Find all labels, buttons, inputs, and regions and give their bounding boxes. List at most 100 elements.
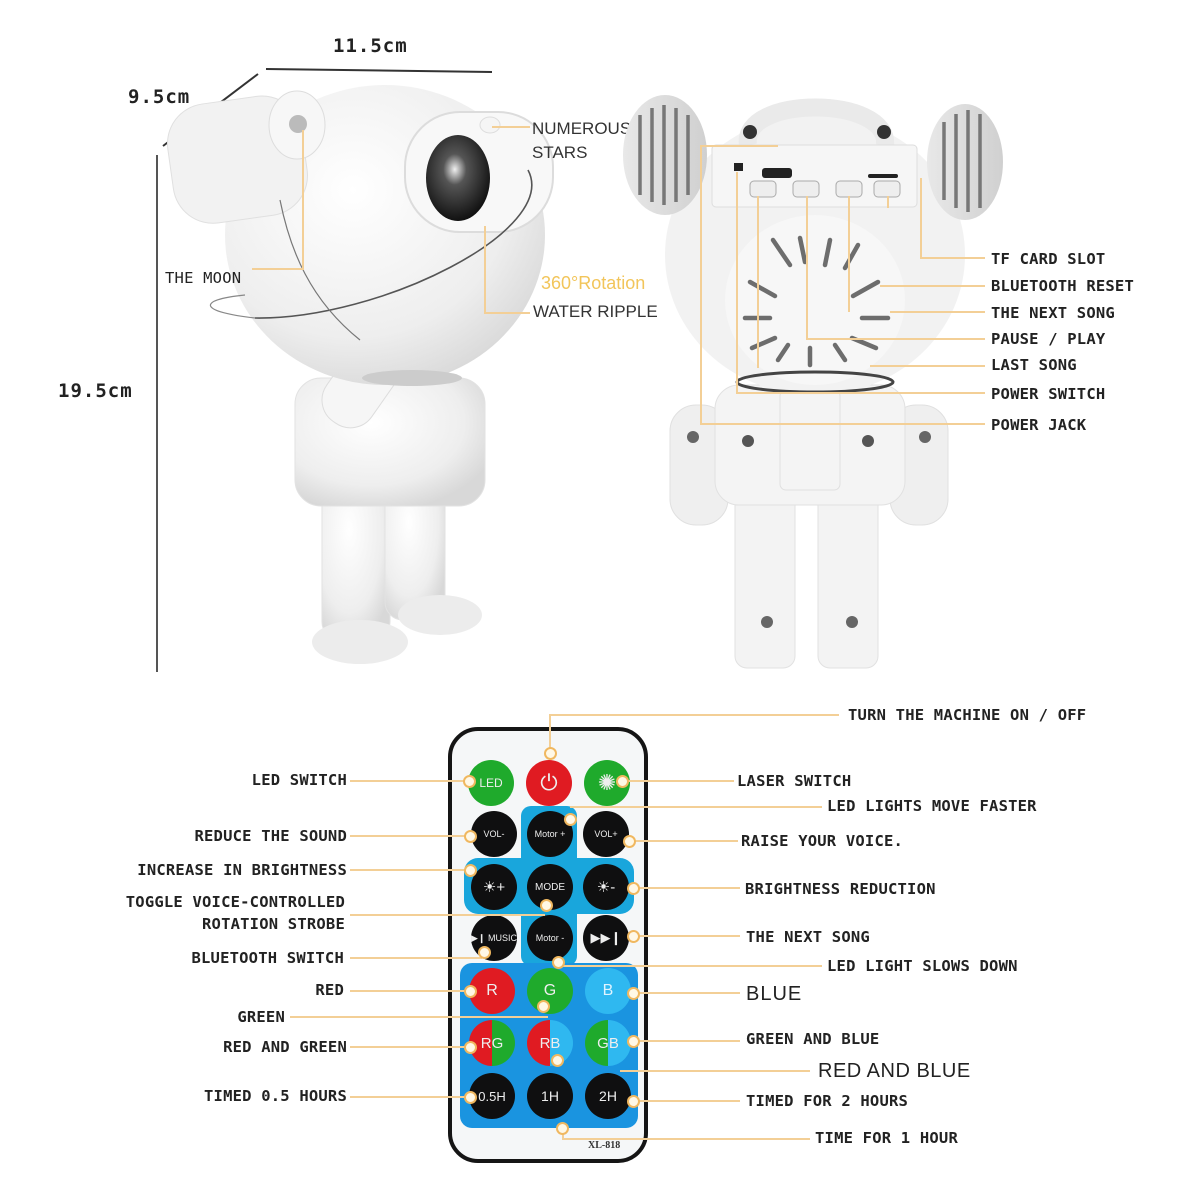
green-label-callout: GREEN [237,1008,285,1026]
numerous-stars-line-1: NUMEROUS [532,119,632,138]
next-song-line-v [848,196,850,312]
tf-slot-line-v [920,178,922,258]
bluetooth-switch-dot [478,946,491,959]
raise-voice-line [630,840,738,842]
mode-label: MODE [535,881,565,893]
power-switch-label: POWER SWITCH [991,385,1106,403]
timer-one-hour-label: 1H [541,1088,559,1104]
toggle-voice-label-2: ROTATION STROBE [202,915,345,933]
red-label-callout: RED [315,981,344,999]
timer-half-hour-button[interactable]: 0.5H [469,1073,515,1119]
green-blue-line [634,1040,740,1042]
red-line [350,990,468,992]
red-and-green-label: RED AND GREEN [223,1038,347,1056]
volume-up-button[interactable]: VOL+ [583,811,629,857]
brightness-up-button[interactable]: ☀+ [471,864,517,910]
timer-two-hour-label: 2H [599,1088,617,1104]
last-song-callout-line [870,365,985,367]
astronaut-front-illustration [166,85,554,664]
laser-icon: ✺ [597,770,617,795]
timed-2h-dot [627,1095,640,1108]
the-next-song-label: THE NEXT SONG [991,304,1115,322]
volume-down-button[interactable]: VOL- [471,811,517,857]
timed-half-hour-label: TIMED 0.5 HOURS [204,1087,347,1105]
led-switch-label: LED SWITCH [251,771,347,789]
led-slower-dot [552,956,565,969]
bluetooth-switch-line [350,957,482,959]
power-jack-line-top [700,145,778,147]
next-song-button[interactable]: ▶▶❙ [583,915,629,961]
led-slower-line [560,965,822,967]
power-switch-callout-line [736,392,985,394]
led-faster-line [570,806,822,808]
laser-switch-dot [616,775,629,788]
toggle-voice-label-1: TOGGLE VOICE-CONTROLLED [125,893,345,911]
blue-dot [627,987,640,1000]
astronaut-back-illustration [623,95,1003,669]
bluetooth-switch-label: BLUETOOTH SWITCH [191,949,344,967]
blue-callout-label: BLUE [746,983,803,1005]
motor-slower-button[interactable]: Motor - [527,915,573,961]
timed-half-dot [464,1091,477,1104]
bt-reset-line-v [887,196,889,208]
reduce-sound-line [350,835,468,837]
power-jack-line-v [700,145,702,425]
next-song-callout-line [890,311,985,313]
power-dot [544,747,557,760]
bulb-bright-icon: ☀+ [482,879,506,896]
power-icon: ⏻ [540,770,558,795]
led-button[interactable]: LED [468,760,514,806]
timed-half-line [350,1096,468,1098]
red-label: R [486,982,498,999]
depth-dimension-label: 9.5cm [128,86,191,108]
increase-brightness-dot [464,864,477,877]
moon-callout-line [302,130,304,270]
timer-one-hour-button[interactable]: 1H [527,1073,573,1119]
toggle-voice-dot [540,899,553,912]
the-moon-label: THE MOON [165,269,242,287]
tf-slot-callout-line [920,257,985,259]
blue-line [634,992,740,994]
brightness-reduction-label: BRIGHTNESS REDUCTION [745,880,936,898]
green-and-blue-label: GREEN AND BLUE [746,1030,880,1048]
numerous-stars-line-2: STARS [532,143,588,162]
green-blue-button[interactable]: GB [585,1020,631,1066]
next-track-icon: ▶▶❙ [590,930,622,945]
last-song-label: LAST SONG [991,356,1077,374]
brightness-reduction-line [634,887,740,889]
bt-reset-callout-line [880,285,985,287]
bluetooth-reset-label: BLUETOOTH RESET [991,277,1134,295]
green-blue-dot [627,1035,640,1048]
green-dot [537,1000,550,1013]
bulb-dim-icon: ☀- [596,879,616,896]
increase-brightness-line [350,869,468,871]
power-line [549,714,839,716]
red-dot [464,985,477,998]
remote-next-song-label: THE NEXT SONG [746,928,870,946]
blue-button[interactable]: B [585,968,631,1014]
red-blue-label: RB [539,1034,561,1052]
timer-two-hour-button[interactable]: 2H [585,1073,631,1119]
red-green-button[interactable]: RG [469,1020,515,1066]
rotation-label: 360°Rotation [541,273,646,293]
reduce-sound-label: REDUCE THE SOUND [194,827,347,845]
power-button[interactable]: ⏻ [526,760,572,806]
laser-switch-line [622,780,734,782]
blue-label: B [602,982,614,999]
time-1h-label: TIME FOR 1 HOUR [815,1129,958,1147]
laser-switch-label: LASER SWITCH [737,772,852,790]
raise-voice-label: RAISE YOUR VOICE. [741,832,904,850]
next-song-dot [627,930,640,943]
led-switch-line [350,780,468,782]
red-blue-line [620,1070,810,1072]
power-jack-label: POWER JACK [991,416,1087,434]
remote-model-number: XL-818 [588,1140,621,1151]
timed-2h-line [634,1100,740,1102]
red-blue-button[interactable]: RB [527,1020,573,1066]
tf-card-slot-label: TF CARD SLOT [991,250,1106,268]
brightness-down-button[interactable]: ☀- [583,864,629,910]
led-faster-label: LED LIGHTS MOVE FASTER [827,797,1037,815]
stars-callout-line [492,126,530,128]
green-button[interactable]: G [527,968,573,1014]
red-and-blue-label: RED AND BLUE [818,1060,971,1082]
